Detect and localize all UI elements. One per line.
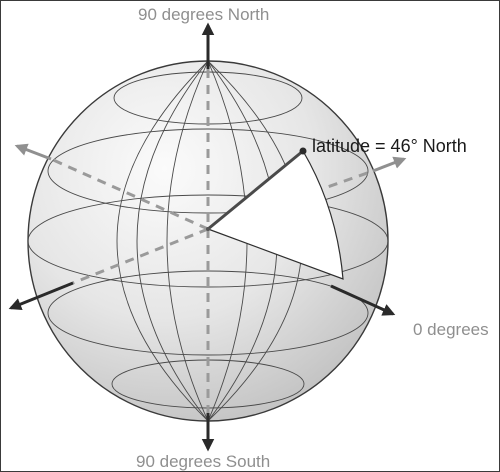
latitude-wedge [206,150,344,280]
meridian-line [166,61,209,421]
latitude-label: latitude = 46° North [312,136,467,156]
south-label: 90 degrees South [136,452,270,471]
latitude-line-equator-upper [28,194,388,288]
upper-right-axis-arrow [372,156,407,173]
axis-to-lower-left [72,227,209,285]
zero-degrees-label: 0 degrees [413,320,489,339]
latitude-point [299,147,307,155]
zero-degree-axis-arrow [330,284,396,316]
upper-left-axis-arrow [14,143,52,161]
sphere-center [206,227,210,231]
external-axes [8,22,407,452]
latitude-radius [207,149,304,231]
axis-to-upper-left [50,157,209,231]
meridian-line [116,61,209,421]
north-label: 90 degrees North [138,5,269,24]
meridian-line [136,61,209,421]
left-axis-arrow [8,281,74,311]
latitude-line-south-mid [47,270,369,356]
